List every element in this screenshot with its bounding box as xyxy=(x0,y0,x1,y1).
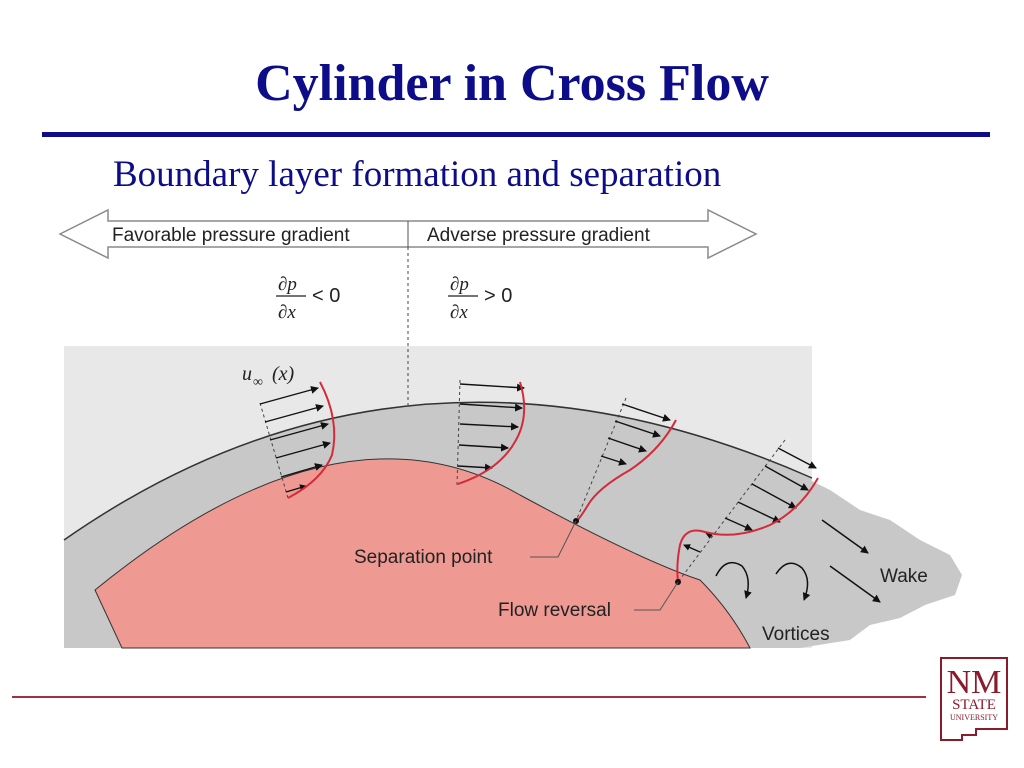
wake-arrow-2 xyxy=(829,565,881,603)
velocity-profile-4 xyxy=(675,439,819,585)
cylinder-surface xyxy=(94,458,751,649)
vortices-label: Vortices xyxy=(762,624,830,645)
adverse-pressure-label: Adverse pressure gradient xyxy=(427,225,651,246)
velocity-profile-1 xyxy=(259,381,336,499)
freestream-symbol: u xyxy=(242,363,252,385)
favorable-eq-relation: < 0 xyxy=(312,285,340,307)
logo-line-1: STATE xyxy=(952,697,996,713)
logo-initials: NM xyxy=(947,664,1002,701)
title-divider xyxy=(42,132,990,137)
boundary-layer-outline xyxy=(63,401,813,541)
logo-state-outline xyxy=(940,657,1008,741)
university-logo: NM STATE UNIVERSITY xyxy=(940,657,1008,741)
freestream-subscript: ∞ xyxy=(253,375,263,390)
logo-line-2: UNIVERSITY xyxy=(950,713,998,722)
vortex-icon-2 xyxy=(775,562,811,601)
favorable-eq-denominator: ∂x xyxy=(278,302,296,323)
adverse-equation: ∂p ∂x > 0 xyxy=(448,274,512,323)
adverse-eq-numerator: ∂p xyxy=(450,274,469,295)
favorable-pressure-label: Favorable pressure gradient xyxy=(112,225,350,246)
separation-leader xyxy=(530,520,577,558)
favorable-equation: ∂p ∂x < 0 xyxy=(276,274,340,323)
separation-point-label: Separation point xyxy=(354,547,493,568)
velocity-profile-2 xyxy=(456,379,526,487)
vortex-icon-1 xyxy=(715,561,752,599)
footer-divider xyxy=(12,696,926,698)
favorable-eq-numerator: ∂p xyxy=(278,274,297,295)
wake-label: Wake xyxy=(880,566,928,587)
freestream-velocity-label: u ∞ (x) xyxy=(242,363,295,390)
velocity-profile-3 xyxy=(573,397,677,524)
flow-reversal-label: Flow reversal xyxy=(498,600,611,621)
freestream-argument: (x) xyxy=(272,363,295,385)
adverse-eq-denominator: ∂x xyxy=(450,302,468,323)
slide-title: Cylinder in Cross Flow xyxy=(255,55,769,112)
flow-reversal-leader xyxy=(634,581,679,611)
wake-region xyxy=(700,475,962,648)
wake-arrow-1 xyxy=(821,519,869,554)
adverse-eq-relation: > 0 xyxy=(484,285,512,307)
slide-subtitle: Boundary layer formation and separation xyxy=(113,154,722,195)
boundary-layer-diagram: Favorable pressure gradient Adverse pres… xyxy=(58,208,962,649)
